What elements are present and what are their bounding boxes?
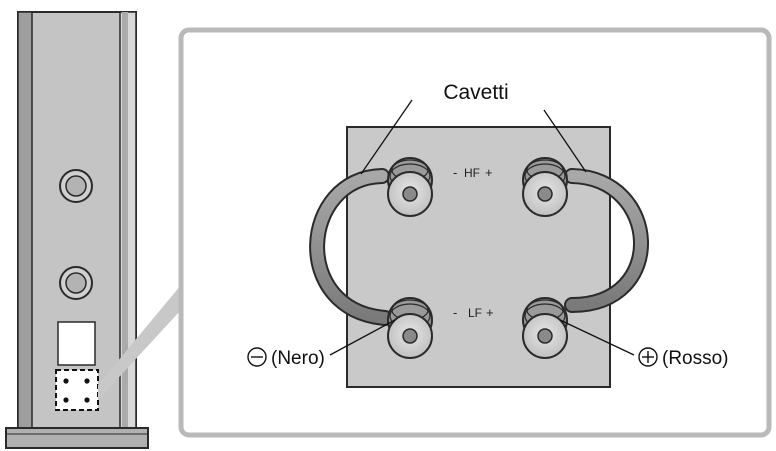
speaker-tower [5,11,149,449]
jumper-cable-right [564,168,649,313]
terminal-lf-positive [522,297,568,359]
speaker-base [5,427,149,449]
jumper-cable-left [309,168,393,326]
leader-positive [559,319,635,356]
hf-label: HF [464,166,480,180]
negative-label: (Nero) [271,348,325,369]
terminal-area-highlight [55,369,99,411]
upper-port [59,169,93,203]
positive-label: (Rosso) [662,348,729,369]
terminal-lf-negative [387,297,433,359]
leader-cables-left [360,99,413,175]
terminal-hf-positive [522,157,568,217]
lf-label: LF [468,306,482,320]
lf-plus-sign: + [486,305,494,320]
hf-minus-sign: - [453,165,457,180]
terminal-hf-negative [387,157,433,217]
negative-symbol-icon [247,347,267,367]
cables-label: Cavetti [443,81,508,104]
lf-minus-sign: - [453,305,457,320]
speaker-label-plate [57,321,96,366]
callout-connector [98,285,181,400]
leader-negative [329,319,396,356]
hf-plus-sign: + [485,165,493,180]
positive-symbol-icon [638,347,658,367]
leader-cables-right [543,109,587,173]
speaker-side-panel [17,11,33,431]
lower-port [59,266,93,300]
